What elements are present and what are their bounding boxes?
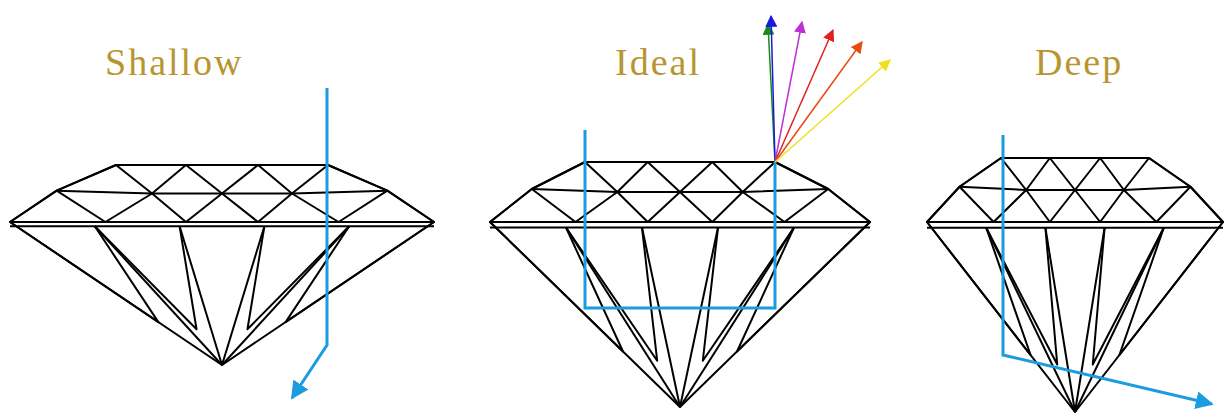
section-label: Ideal [615, 40, 701, 86]
deep-diamond [927, 158, 1223, 412]
dispersion-rays [768, 16, 890, 162]
light-ray [1003, 135, 1212, 404]
shallow-diamond [10, 165, 434, 365]
ideal-diamond [490, 162, 870, 407]
light-ray [292, 88, 327, 398]
section-label: Deep [1035, 40, 1123, 86]
section-label: Shallow [105, 40, 244, 86]
light-ray [585, 130, 775, 308]
